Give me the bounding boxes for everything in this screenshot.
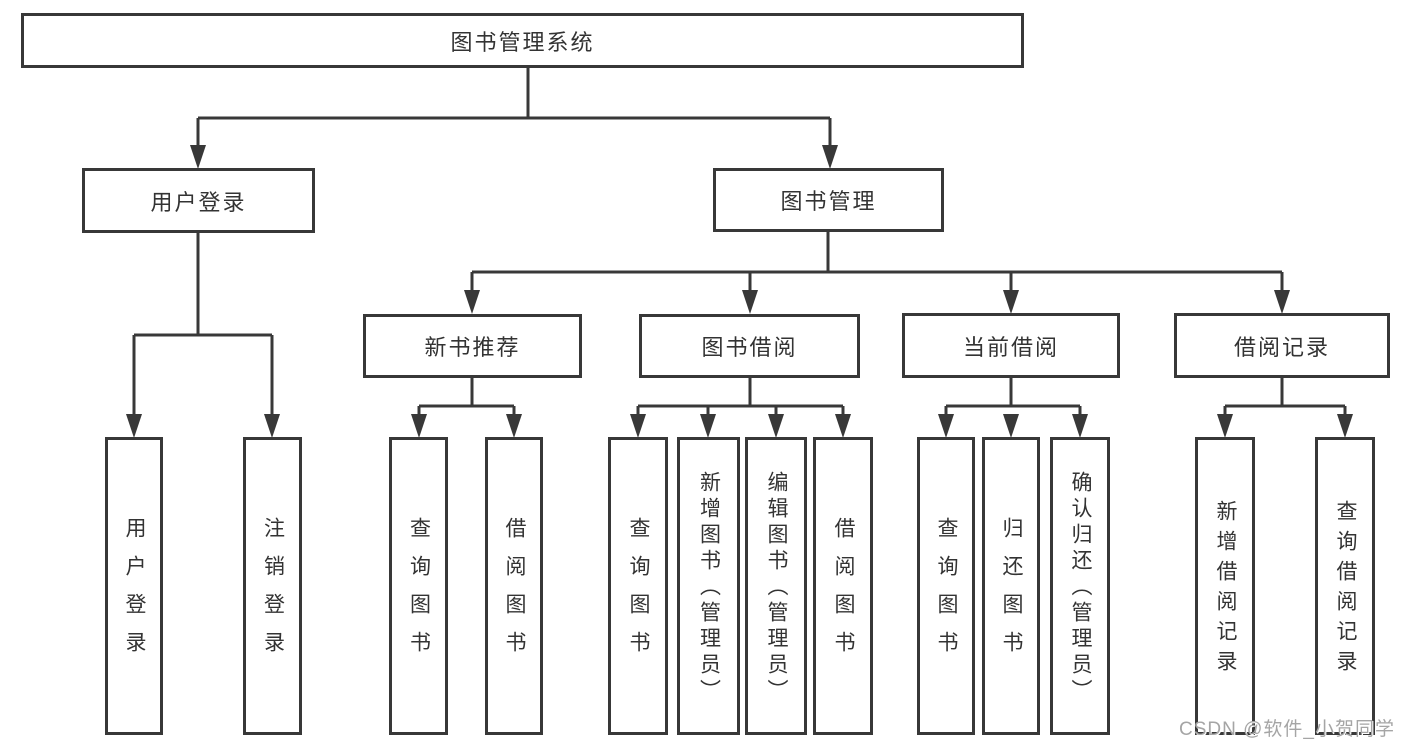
leaf-newbook-borrow-books-label: 借阅图书 — [503, 517, 526, 669]
arrow-down-icon — [126, 414, 142, 438]
leaf-borrow-edit-books-admin-label: 编辑图书（管理员） — [765, 471, 788, 705]
leaf-current-query-books: 查询图书 — [917, 437, 975, 735]
leaf-record-add-label: 新增借阅记录 — [1214, 500, 1237, 680]
leaf-logout-label: 注销登录 — [261, 517, 285, 669]
leaf-record-query: 查询借阅记录 — [1315, 437, 1375, 735]
node-current-borrow-label: 当前借阅 — [962, 334, 1059, 360]
leaf-borrow-query-books-label: 查询图书 — [627, 517, 650, 669]
arrow-down-icon — [264, 414, 280, 438]
leaf-record-query-label: 查询借阅记录 — [1334, 500, 1357, 680]
arrow-down-icon — [1072, 414, 1088, 438]
node-new-book-recommend-label: 新书推荐 — [424, 335, 521, 360]
connector-root-to-level2 — [196, 68, 832, 148]
arrow-down-icon — [1274, 290, 1290, 314]
arrow-down-icon — [822, 145, 838, 169]
node-book-management-label: 图书管理 — [780, 189, 877, 214]
leaf-borrow-add-books-admin-label: 新增图书（管理员） — [697, 471, 721, 705]
leaf-user-login-label: 用户登录 — [123, 517, 146, 669]
leaf-record-add: 新增借阅记录 — [1195, 437, 1255, 735]
leaf-borrow-borrow-books: 借阅图书 — [813, 437, 873, 735]
connector-new-book-children — [417, 378, 516, 418]
arrowheads — [126, 145, 1353, 438]
connector-borrow-record-children — [1223, 378, 1347, 418]
leaf-newbook-query-books-label: 查询图书 — [407, 517, 431, 669]
connector-lines — [132, 68, 1347, 418]
arrow-down-icon — [1003, 290, 1019, 314]
leaf-newbook-borrow-books: 借阅图书 — [485, 437, 543, 735]
leaf-logout: 注销登录 — [243, 437, 302, 735]
node-new-book-recommend: 新书推荐 — [363, 314, 582, 378]
arrow-down-icon — [768, 414, 784, 438]
leaf-current-return-books-label: 归还图书 — [1000, 517, 1023, 669]
node-root-label: 图书管理系统 — [450, 29, 595, 55]
connector-current-borrow-children — [944, 378, 1082, 418]
node-book-borrow-label: 图书借阅 — [701, 335, 798, 360]
arrow-down-icon — [700, 414, 716, 438]
leaf-current-return-books: 归还图书 — [982, 437, 1040, 735]
leaf-newbook-query-books: 查询图书 — [389, 437, 448, 735]
node-book-management: 图书管理 — [713, 168, 944, 232]
arrow-down-icon — [464, 290, 480, 314]
arrow-down-icon — [742, 290, 758, 314]
arrow-down-icon — [506, 414, 522, 438]
node-user-login: 用户登录 — [82, 168, 315, 233]
csdn-watermark: CSDN @软件_小贺同学 — [1179, 719, 1395, 740]
leaf-current-confirm-return-admin-label: 确认归还（管理员） — [1069, 471, 1092, 705]
arrow-down-icon — [1003, 414, 1019, 438]
node-borrow-record-label: 借阅记录 — [1233, 334, 1330, 360]
connector-user-login-children — [132, 233, 274, 416]
arrow-down-icon — [1337, 414, 1353, 438]
node-user-login-label: 用户登录 — [150, 189, 247, 215]
arrow-down-icon — [835, 414, 851, 438]
leaf-borrow-borrow-books-label: 借阅图书 — [832, 517, 855, 669]
leaf-borrow-add-books-admin: 新增图书（管理员） — [677, 437, 740, 735]
arrow-down-icon — [938, 414, 954, 438]
arrow-down-icon — [630, 414, 646, 438]
leaf-current-query-books-label: 查询图书 — [935, 517, 958, 669]
node-book-borrow: 图书借阅 — [639, 314, 860, 378]
node-borrow-record: 借阅记录 — [1174, 313, 1390, 378]
leaf-borrow-edit-books-admin: 编辑图书（管理员） — [745, 437, 807, 735]
leaf-current-confirm-return-admin: 确认归还（管理员） — [1050, 437, 1110, 735]
arrow-down-icon — [190, 145, 206, 169]
node-current-borrow: 当前借阅 — [902, 313, 1120, 378]
node-root: 图书管理系统 — [21, 13, 1024, 68]
leaf-borrow-query-books: 查询图书 — [608, 437, 668, 735]
connector-book-mgmt-to-level3 — [470, 232, 1284, 293]
connector-book-borrow-children — [636, 378, 845, 418]
leaf-user-login: 用户登录 — [105, 437, 163, 735]
arrow-down-icon — [1217, 414, 1233, 438]
arrow-down-icon — [411, 414, 427, 438]
